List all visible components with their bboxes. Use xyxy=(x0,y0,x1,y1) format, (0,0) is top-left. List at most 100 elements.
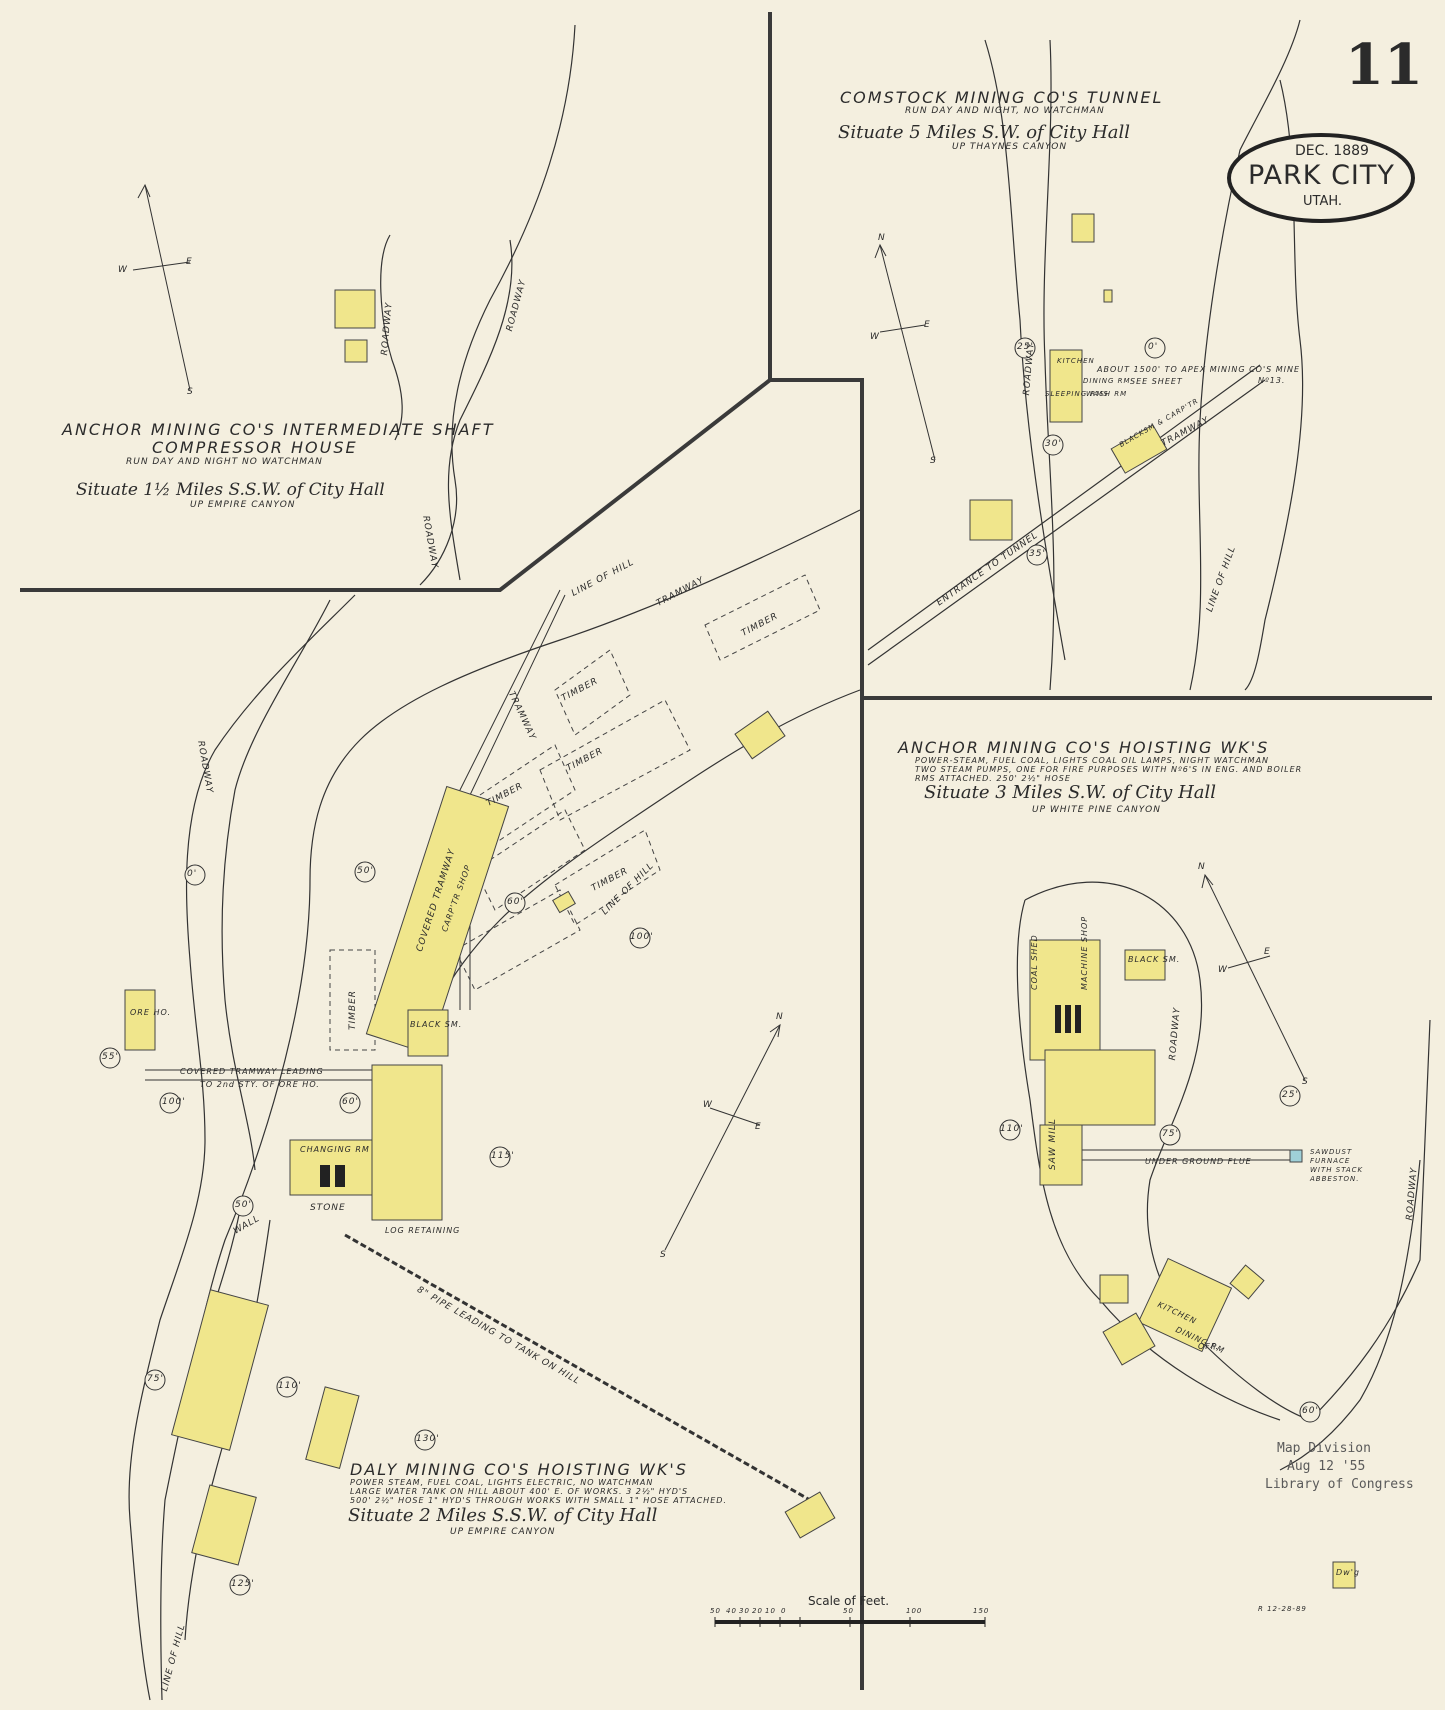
intermediate-note: RUN DAY AND NIGHT NO WATCHMAN xyxy=(126,457,323,467)
label-kitchen: KITCHEN xyxy=(1057,357,1095,365)
elev-25-top: 25' xyxy=(1017,342,1034,352)
label-black-sm: BLACK SM. xyxy=(410,1020,463,1029)
anchor-terrain-lines xyxy=(1016,881,1431,1471)
compass-n-4: N xyxy=(1198,862,1206,872)
stamp-line-1: Map Division xyxy=(1277,1441,1371,1456)
elev-0-daly: 0' xyxy=(187,869,198,879)
comstock-location: Situate 5 Miles S.W. of City Hall xyxy=(838,122,1131,143)
scale-tick-50a: 50 xyxy=(710,1607,721,1615)
intermediate-canyon: UP EMPIRE CANYON xyxy=(190,500,296,510)
elev-0-top: 0' xyxy=(1148,342,1159,352)
elev-30-daly: 100' xyxy=(162,1097,186,1107)
label-sawdust-1: SAWDUST xyxy=(1310,1148,1353,1156)
label-black-sm-anchor: BLACK SM. xyxy=(1128,955,1181,964)
compass-e-1: E xyxy=(186,257,193,267)
scale-tick-30: 30 xyxy=(739,1607,750,1615)
stamp-line-2: Aug 12 '55 xyxy=(1287,1459,1366,1474)
anchor-location: Situate 3 Miles S.W. of City Hall xyxy=(924,782,1217,803)
label-stone: STONE xyxy=(310,1203,346,1213)
daly-note-3: 500' 2½" HOSE 1" HYD'S THROUGH WORKS WIT… xyxy=(350,1496,727,1505)
label-machine-shop: MACHINE SHOP xyxy=(1080,915,1089,990)
anchor-note-2: TWO STEAM PUMPS, ONE FOR FIRE PURPOSES W… xyxy=(915,765,1303,774)
label-covered-tramway-note-2: TO 2nd STY. OF ORE HO. xyxy=(200,1080,320,1089)
stamp-line-3: Library of Congress xyxy=(1265,1477,1414,1492)
label-changing-rm: CHANGING RM xyxy=(300,1145,370,1154)
elev-60-a: 60' xyxy=(342,1097,359,1107)
compass-n-2: N xyxy=(878,233,886,243)
daly-title: DALY MINING CO'S HOISTING WK'S xyxy=(350,1460,688,1479)
intermediate-title-1: ANCHOR MINING CO'S INTERMEDIATE SHAFT xyxy=(62,420,495,439)
elev-75: 75' xyxy=(147,1374,164,1384)
compass-e-2: E xyxy=(924,320,931,330)
compass-s-4: S xyxy=(1302,1077,1309,1087)
elev-60-anchor: 60' xyxy=(1302,1406,1319,1416)
label-ore-ho: ORE HO. xyxy=(130,1008,171,1017)
label-saw-mill: SAW MILL xyxy=(1048,1118,1058,1170)
compass-w-1: W xyxy=(118,265,128,275)
daly-location: Situate 2 Miles S.S.W. of City Hall xyxy=(348,1505,658,1526)
north-arrows xyxy=(132,183,1306,1251)
comstock-ref-sheet: Nº13. xyxy=(1258,376,1286,385)
daly-canyon: UP EMPIRE CANYON xyxy=(450,1527,556,1537)
label-dining-rm: DINING RM xyxy=(1083,377,1131,385)
daly-note-1: POWER STEAM, FUEL COAL, LIGHTS ELECTRIC,… xyxy=(350,1478,654,1487)
compass-s-1: S xyxy=(187,387,194,397)
compass-s-2: S xyxy=(930,456,937,466)
label-coal-shed: COAL SHED xyxy=(1030,934,1039,990)
compass-w-3: W xyxy=(703,1100,713,1110)
sheet-date: DEC. 1889 xyxy=(1295,143,1369,159)
comstock-ref-note-1: ABOUT 1500' TO APEX MINING CO'S MINE xyxy=(1097,365,1301,374)
label-sawdust-2: FURNACE xyxy=(1310,1157,1351,1165)
compass-e-4: E xyxy=(1264,947,1271,957)
label-covered-tramway-note-1: COVERED TRAMWAY LEADING xyxy=(180,1067,324,1076)
elevation-markers xyxy=(99,337,1321,1596)
elev-110-anchor: 110' xyxy=(1000,1124,1024,1134)
elev-35-top: 35' xyxy=(1029,549,1046,559)
comstock-canyon: UP THAYNES CANYON xyxy=(952,142,1068,152)
elev-75-anchor: 75' xyxy=(1162,1129,1179,1139)
anchor-title: ANCHOR MINING CO'S HOISTING WK'S xyxy=(898,738,1270,757)
scale-tick-100: 100 xyxy=(906,1607,923,1615)
compass-s-3: S xyxy=(660,1250,667,1260)
elev-115: 115' xyxy=(491,1151,515,1161)
label-timber-6: TIMBER xyxy=(348,989,358,1030)
label-wash-rm: WASH RM xyxy=(1086,390,1128,398)
anchor-note-1: POWER-STEAM, FUEL COAL, LIGHTS COAL OIL … xyxy=(915,756,1270,765)
state-name: UTAH. xyxy=(1303,194,1343,209)
intermediate-location: Situate 1½ Miles S.S.W. of City Hall xyxy=(76,480,385,500)
sheet-number: 11 xyxy=(1345,32,1423,98)
elev-50-b: 50' xyxy=(235,1200,252,1210)
roadway-lines-top-left xyxy=(380,24,576,586)
scale-tick-40: 40 xyxy=(726,1607,737,1615)
label-sawdust-4: ABBESTON. xyxy=(1310,1175,1360,1183)
comstock-ref-note-2: SEE SHEET xyxy=(1130,377,1183,386)
elev-30-top: 30' xyxy=(1045,439,1062,449)
label-under-ground-flue: UNDER GROUND FLUE xyxy=(1145,1157,1252,1166)
elev-25-anchor: 25' xyxy=(1282,1090,1299,1100)
scale-tick-50b: 50 xyxy=(843,1607,854,1615)
roadway-lines-top-right xyxy=(867,19,1304,691)
scale-tick-20: 20 xyxy=(752,1607,763,1615)
scale-tick-10: 10 xyxy=(765,1607,776,1615)
intermediate-title-2: COMPRESSOR HOUSE xyxy=(152,438,358,457)
anchor-note-3: RMS ATTACHED. 250' 2½" HOSE xyxy=(915,774,1071,783)
elev-60-b: 60' xyxy=(507,897,524,907)
revision-mark: R 12-28-89 xyxy=(1258,1605,1307,1613)
elev-110: 110' xyxy=(278,1381,302,1391)
compass-w-4: W xyxy=(1218,965,1228,975)
label-off: OFF. xyxy=(1198,1342,1220,1351)
elev-100: 100' xyxy=(630,932,654,942)
daly-note-2: LARGE WATER TANK ON HILL ABOUT 400' E. O… xyxy=(350,1487,689,1496)
scale-tick-150: 150 xyxy=(973,1607,990,1615)
scale-bar xyxy=(714,1617,986,1627)
comstock-title: COMSTOCK MINING CO'S TUNNEL xyxy=(840,88,1164,107)
scale-tick-0: 0 xyxy=(781,1607,787,1615)
compass-w-2: W xyxy=(870,332,880,342)
label-log-retaining: LOG RETAINING xyxy=(385,1226,461,1235)
label-sleeping-rms: SLEEPING RMS xyxy=(1045,390,1109,398)
elev-130: 130' xyxy=(416,1434,440,1444)
panel-dividers xyxy=(20,12,1432,1690)
label-sawdust-3: WITH STACK xyxy=(1310,1166,1364,1174)
